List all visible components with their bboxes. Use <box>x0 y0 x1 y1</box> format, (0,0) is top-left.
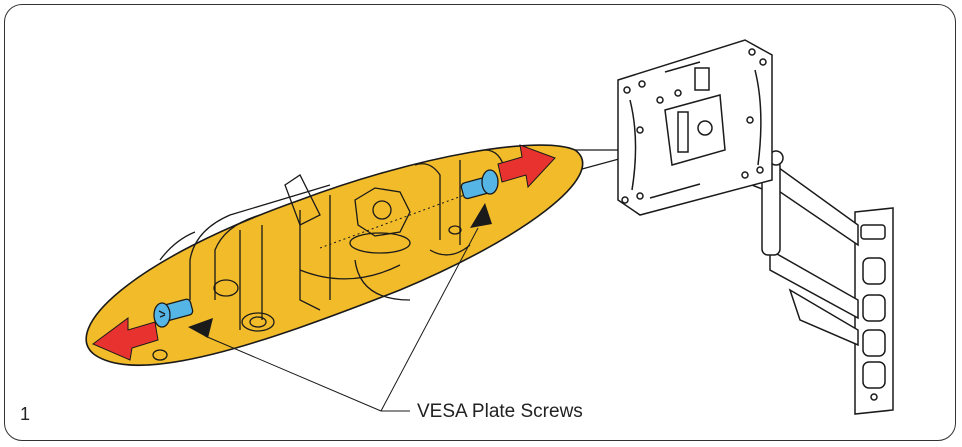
vesa-screw-right <box>460 169 499 200</box>
lower-arm <box>769 248 859 320</box>
lower-arm-shadow <box>788 288 859 347</box>
vesa-plate-screws-label: VESA Plate Screws <box>417 401 583 422</box>
zoom-ellipse <box>85 144 584 366</box>
pointer-right <box>470 203 492 228</box>
pointer-left <box>188 318 213 338</box>
red-arrow-right <box>497 144 556 189</box>
figure-frame <box>4 4 956 441</box>
step-number: 1 <box>20 404 31 424</box>
zoom-detail <box>85 144 584 366</box>
red-arrow-left <box>92 317 159 361</box>
wall-mount <box>617 39 894 415</box>
vesa-screw-left <box>153 298 194 328</box>
callout-leaders <box>204 227 479 412</box>
